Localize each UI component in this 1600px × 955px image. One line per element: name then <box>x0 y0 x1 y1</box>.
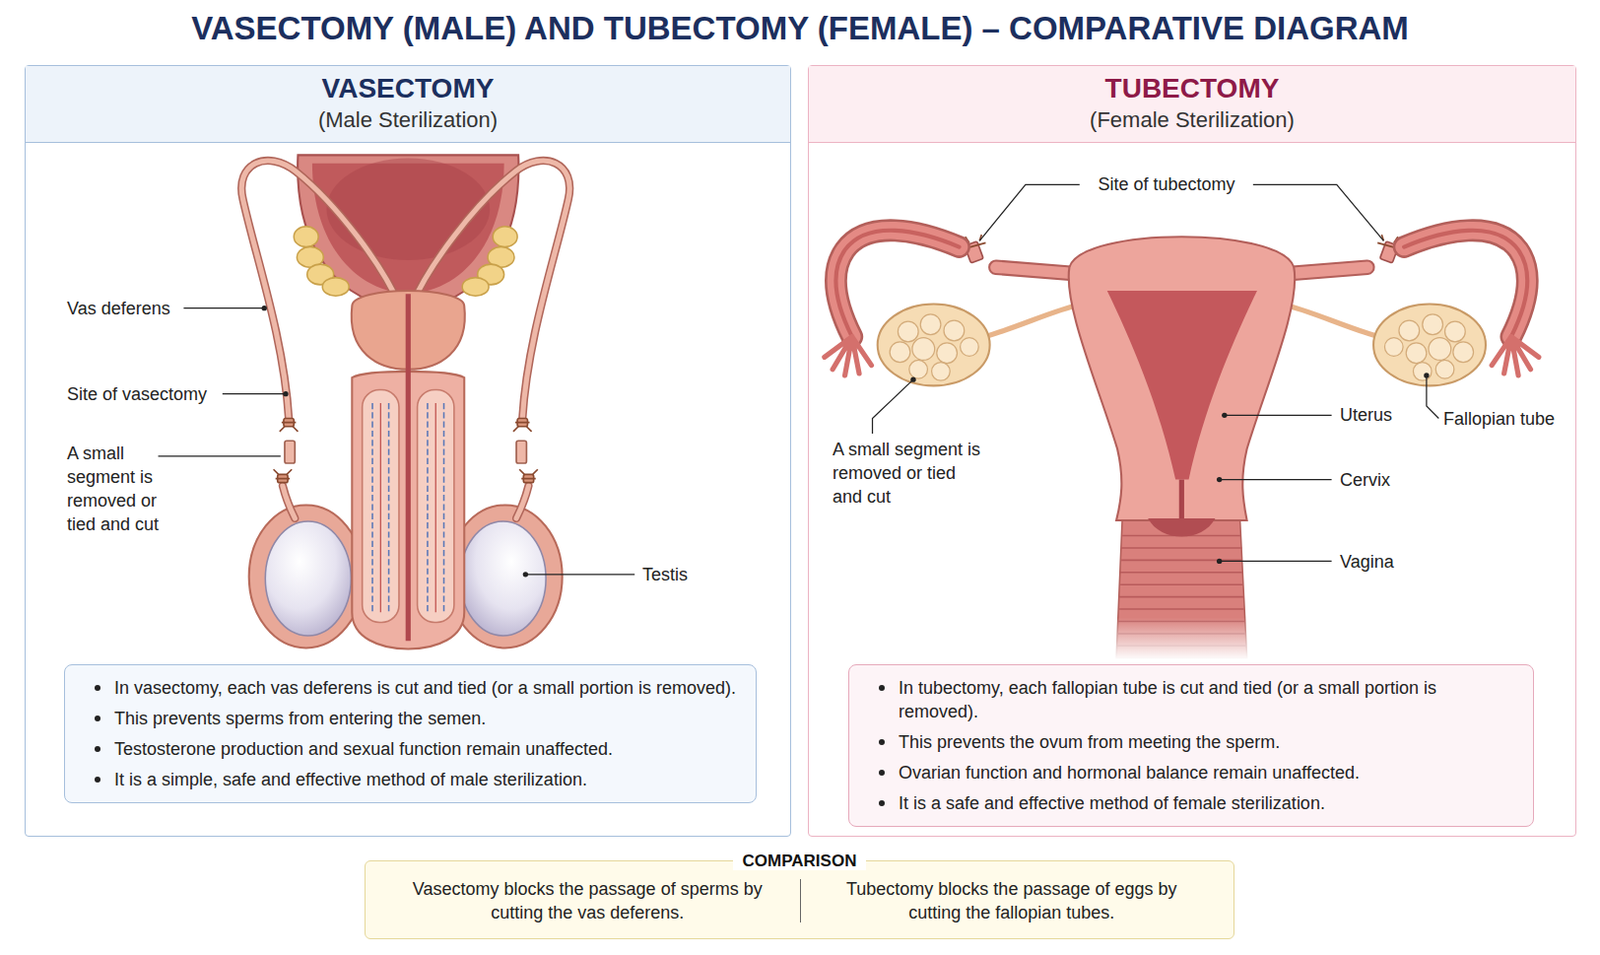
leader-dot <box>282 391 288 397</box>
uterus <box>1107 290 1258 480</box>
leader-line <box>1219 560 1333 562</box>
label-box: Vagina <box>1339 549 1395 574</box>
bullet-dot <box>94 684 101 691</box>
comparison-divider <box>800 878 801 923</box>
panel-subheading: (Male Sterilization) <box>25 105 791 135</box>
leader-line <box>222 393 286 395</box>
comparison-box: COMPARISONVasectomy blocks the passage o… <box>364 860 1235 939</box>
part-label: Vas deferens <box>66 298 171 319</box>
bullet-dot <box>878 738 885 745</box>
bullet-text: In vasectomy, each vas deferens is cut a… <box>114 675 736 700</box>
label-box: Uterus <box>1339 402 1393 427</box>
comparison-text: Vasectomy blocks the passage of sperms b… <box>403 876 771 925</box>
comparison-heading-wrap: COMPARISON <box>365 848 1234 873</box>
uterus <box>1107 616 1261 660</box>
bladder <box>326 157 490 261</box>
panel: VASECTOMY(Male Sterilization) In vasectom… <box>24 65 792 837</box>
leader-dot <box>1423 372 1429 378</box>
illustration-group <box>1281 230 1539 387</box>
bullet-dot <box>94 715 101 722</box>
leader-dot <box>1221 412 1227 418</box>
illustration-group <box>158 154 1539 660</box>
bullet-text: This prevents sperms from entering the s… <box>114 706 486 731</box>
bullet-row: In vasectomy, each vas deferens is cut a… <box>65 675 736 700</box>
label-box: A small segment is removed or tied and c… <box>832 437 983 509</box>
comparison-row: Vasectomy blocks the passage of sperms b… <box>375 876 1224 925</box>
uterus <box>1068 236 1296 661</box>
leader-line <box>158 184 1440 574</box>
bullet-row: Testosterone production and sexual funct… <box>65 736 736 761</box>
bullet-dot <box>878 800 885 806</box>
leader-line <box>183 307 265 309</box>
info-box: In vasectomy, each vas deferens is cut a… <box>64 664 757 803</box>
illustration-group <box>241 160 400 648</box>
bullet-row: This prevents the ovum from meeting the … <box>849 730 1514 754</box>
label-box: Site of tubectomy <box>1077 172 1256 197</box>
bullet-dot <box>94 745 101 752</box>
bullet-text: In tubectomy, each fallopian tube is cut… <box>898 675 1514 724</box>
leader-line <box>158 455 281 457</box>
bullet-row: Ovarian function and hormonal balance re… <box>849 760 1514 785</box>
label-box: Cervix <box>1339 467 1391 492</box>
bullet-text: This prevents the ovum from meeting the … <box>898 730 1280 754</box>
uterus <box>1147 518 1215 537</box>
panel-heading: VASECTOMY <box>25 71 791 106</box>
leader-line <box>1219 478 1333 480</box>
leader-dot <box>262 305 267 311</box>
leader-dot <box>523 571 529 577</box>
part-label: Site of tubectomy <box>1097 174 1235 195</box>
leader-line <box>1224 414 1333 416</box>
label-box: Vas deferens <box>66 296 171 321</box>
leader-dot <box>910 376 916 382</box>
panel-header: VASECTOMY(Male Sterilization) <box>25 66 791 143</box>
title-wrap: VASECTOMY (MALE) AND TUBECTOMY (FEMALE) … <box>0 9 1600 48</box>
bullet-row: It is a safe and effective method of fem… <box>849 791 1514 815</box>
info-box: In tubectomy, each fallopian tube is cut… <box>848 664 1534 827</box>
part-label: Site of vasectomy <box>66 384 207 404</box>
part-label: Fallopian tube <box>1443 408 1555 429</box>
part-label: A small segment is removed or tied and c… <box>832 439 981 507</box>
leader-line <box>979 184 1079 241</box>
label-box: Site of vasectomy <box>66 382 207 406</box>
leader-line <box>525 573 635 575</box>
comparison-cell: Vasectomy blocks the passage of sperms b… <box>375 876 800 925</box>
leader-dot <box>262 305 1430 578</box>
bullet-text: It is a safe and effective method of fem… <box>898 791 1326 815</box>
label-box: Testis <box>642 562 688 587</box>
bullet-dot <box>878 684 885 691</box>
part-label: A small segment is removed or tied and c… <box>66 443 159 534</box>
bullet-dot <box>94 776 101 783</box>
bullet-row: This prevents sperms from entering the s… <box>65 706 736 731</box>
panel-heading: TUBECTOMY <box>808 71 1576 106</box>
leader-dot <box>1216 476 1222 482</box>
leader-dot <box>1216 558 1222 564</box>
part-label: Vagina <box>1339 551 1395 572</box>
panel-subheading: (Female Sterilization) <box>808 105 1576 135</box>
bullet-text: Testosterone production and sexual funct… <box>114 736 613 761</box>
leader-line <box>1253 184 1385 241</box>
bullet-text: It is a simple, safe and effective metho… <box>114 767 588 792</box>
bullet-text: Ovarian function and hormonal balance re… <box>898 760 1360 785</box>
comparison-heading: COMPARISON <box>733 851 867 870</box>
urethra <box>405 293 411 641</box>
diagram-title: VASECTOMY (MALE) AND TUBECTOMY (FEMALE) … <box>191 9 1409 48</box>
leader-line <box>1426 375 1439 418</box>
uterus <box>1068 236 1296 521</box>
bullet-row: It is a simple, safe and effective metho… <box>65 767 736 792</box>
comparison-cell: Tubectomy blocks the passage of eggs by … <box>800 876 1225 925</box>
comparison-text: Tubectomy blocks the passage of eggs by … <box>828 876 1196 925</box>
bullet-dot <box>878 769 885 776</box>
part-label: Cervix <box>1339 469 1391 490</box>
illustration-group <box>824 230 1082 387</box>
label-box: A small segment is removed or tied and c… <box>66 441 178 536</box>
panel-header: TUBECTOMY(Female Sterilization) <box>808 66 1576 143</box>
leader-line <box>872 379 914 434</box>
part-label: Uterus <box>1339 404 1393 425</box>
part-label: Testis <box>642 564 688 585</box>
label-box: Fallopian tube <box>1443 406 1555 431</box>
bullet-row: In tubectomy, each fallopian tube is cut… <box>849 675 1514 724</box>
